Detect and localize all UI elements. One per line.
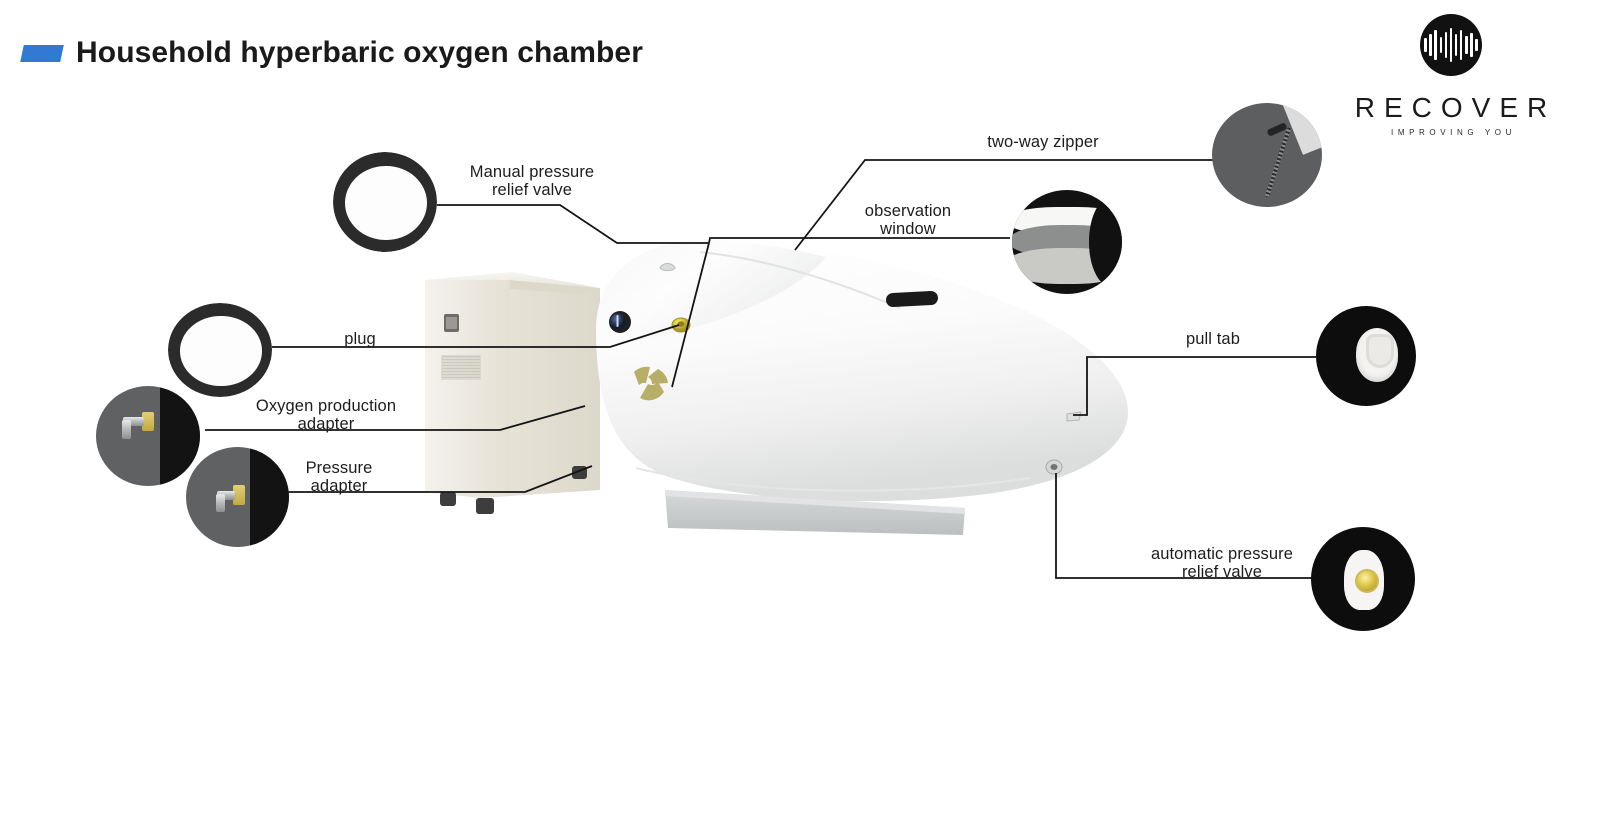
leader-oxygen-production-adapter [205,405,586,431]
oxygen-concentrator-unit [425,272,600,514]
leader-two-way-zipper [794,159,1221,251]
brand-logo: RECOVER IMPROVING YOU [1326,14,1576,137]
pressure-gauge [609,311,631,333]
manual-relief-valve-port [671,317,691,333]
observation-window-slot [886,291,938,307]
leader-emblem-pointer [671,242,710,388]
leader-pressure-adapter [205,465,593,493]
callout-label-two-way-zipper: two-way zipper [987,133,1099,151]
callout-label-pull-tab: pull tab [1185,330,1240,348]
detail-photo-two-way-zipper [1212,103,1322,207]
leader-pull-tab [1073,356,1316,416]
leader-automatic-pressure-relief-valve [1055,473,1313,579]
page-title-row: Household hyperbaric oxygen chamber [20,36,643,70]
detail-photo-manual-pressure-relief-valve [333,152,437,252]
leader-plug [271,324,680,348]
detail-photo-plug [168,303,272,397]
detail-photo-pull-tab [1316,306,1416,406]
page-title: Household hyperbaric oxygen chamber [76,36,643,69]
leader-observation-window [708,237,1010,244]
callout-label-automatic-pressure-relief-valve: automatic pressure relief valve [1150,545,1294,582]
inflatable-hyperbaric-chamber [596,239,1128,535]
leader-manual-pressure-relief-valve [432,204,709,244]
brand-tagline: IMPROVING YOU [1391,128,1516,137]
automatic-relief-valve-port [1045,459,1063,475]
callout-label-oxygen-production-adapter: Oxygen production adapter [255,397,397,434]
callout-label-pressure-adapter: Pressure adapter [305,459,373,496]
brand-name: RECOVER [1354,92,1557,123]
callout-label-observation-window: observation window [864,202,952,239]
brand-emblem [634,366,668,401]
callout-label-plug: plug [344,330,376,348]
detail-photo-oxygen-production-adapter [96,386,200,486]
audio-waveform-icon [1420,14,1482,76]
top-grommet [659,262,676,272]
base-skirt-panel [665,490,965,535]
detail-photo-pressure-adapter [186,447,289,547]
detail-photo-automatic-pressure-relief-valve [1311,527,1415,631]
caster-wheels [440,466,587,514]
vent-grille [441,355,481,380]
detail-photo-observation-window [1012,190,1122,294]
callout-label-manual-pressure-relief-valve: Manual pressure relief valve [469,163,595,200]
